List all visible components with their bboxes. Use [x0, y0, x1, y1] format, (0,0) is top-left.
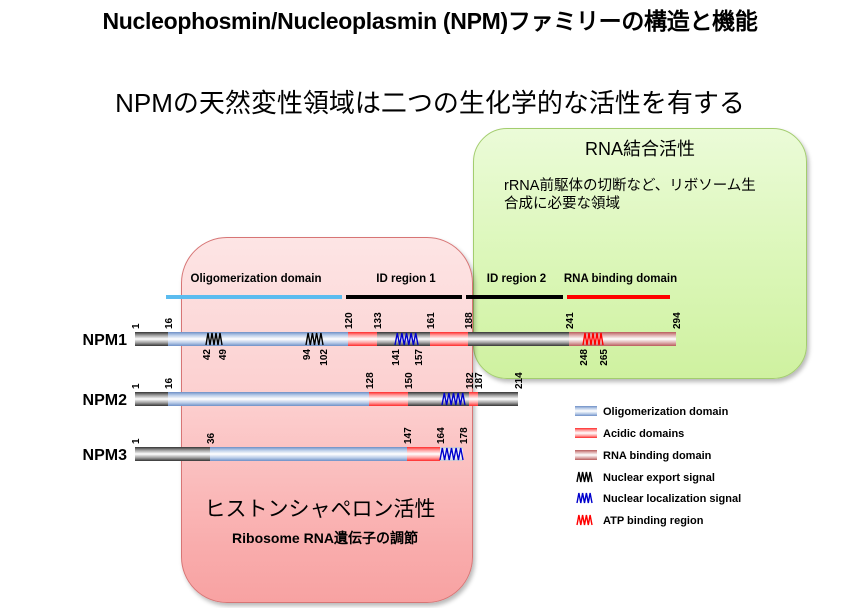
residue-position-label: 150	[404, 372, 415, 389]
acidic-segment	[348, 332, 377, 346]
legend-label: Nuclear localization signal	[603, 493, 741, 505]
protein-name-label: NPM2	[83, 392, 128, 409]
residue-position-label: 182	[465, 372, 476, 389]
legend-item: Acidic domains	[575, 428, 684, 440]
residue-position-label: 42	[202, 349, 213, 361]
legend-nuclear-localization-signal-icon	[576, 492, 593, 504]
domain-header-label: ID region 2	[487, 273, 546, 285]
protein-name-label: NPM1	[83, 332, 128, 349]
residue-position-label: 265	[599, 349, 610, 366]
legend-label: ATP binding region	[603, 515, 704, 527]
residue-position-label: 94	[302, 349, 313, 361]
legend-atp-binding-region-icon	[576, 514, 593, 526]
legend-label: Oligomerization domain	[603, 406, 729, 418]
residue-position-label: 1	[131, 438, 142, 444]
acidic-segment	[407, 447, 440, 461]
legend-label: RNA binding domain	[603, 450, 712, 462]
linker-segment	[135, 447, 210, 461]
residue-position-label: 49	[218, 349, 229, 361]
histone-chaperone-description: Ribosome RNA遺伝子の調節	[232, 530, 418, 546]
linker-segment	[468, 332, 569, 346]
legend-swatch-rna-binding	[575, 450, 597, 460]
residue-position-label: 16	[164, 377, 175, 389]
residue-position-label: 128	[365, 372, 376, 389]
legend-item: Nuclear export signal	[576, 471, 715, 484]
legend-swatch-oligomerization	[575, 406, 597, 416]
legend-item: ATP binding region	[576, 514, 704, 527]
legend-label: Acidic domains	[603, 428, 684, 440]
residue-position-label: 214	[514, 372, 525, 389]
residue-position-label: 161	[426, 312, 437, 329]
residue-position-label: 102	[319, 349, 330, 366]
linker-segment	[135, 392, 168, 406]
linker-segment	[478, 392, 518, 406]
legend-nuclear-export-signal-icon	[576, 471, 593, 483]
rna-binding-description-line: 合成に必要な領域	[504, 196, 620, 212]
oligomerization-segment	[168, 392, 369, 406]
linker-segment	[135, 332, 168, 346]
nuclear-export-signal-motif	[305, 332, 324, 346]
atp-binding-region-motif	[582, 332, 604, 346]
domain-header-group: Oligomerization domain ID region 1 ID regi…	[166, 273, 677, 299]
domain-header-label: RNA binding domain	[564, 273, 677, 285]
rna-binding-description-line: rRNA前駆体の切断など、リボソーム生	[504, 178, 756, 194]
residue-position-label: 147	[403, 427, 414, 444]
domain-header-label: Oligomerization domain	[191, 273, 322, 285]
residue-position-label: 178	[459, 427, 470, 444]
residue-position-label: 248	[579, 349, 590, 366]
legend-item: Oligomerization domain	[575, 406, 729, 418]
residue-position-label: 241	[565, 312, 576, 329]
nuclear-localization-signal-motif	[394, 332, 419, 346]
legend-item: Nuclear localization signal	[576, 492, 741, 505]
residue-position-label: 120	[344, 312, 355, 329]
nuclear-localization-signal-motif	[439, 447, 464, 461]
histone-chaperone-heading: ヒストンシャペロン活性	[204, 498, 436, 521]
slide-title: Nucleophosmin/Nucleoplasmin (NPM)ファミリーの構…	[102, 8, 758, 34]
legend-label: Nuclear export signal	[603, 472, 715, 484]
residue-position-label: 1	[131, 383, 142, 389]
residue-position-label: 133	[373, 312, 384, 329]
rna-binding-activity-heading: RNA結合活性	[584, 139, 695, 159]
legend-item: RNA binding domain	[575, 450, 712, 462]
nuclear-localization-signal-motif	[441, 392, 466, 406]
nuclear-export-signal-motif	[205, 332, 223, 346]
acidic-segment	[369, 392, 408, 406]
residue-position-label: 36	[206, 432, 217, 444]
acidic-segment	[430, 332, 468, 346]
residue-position-label: 294	[672, 312, 683, 329]
rna-binding-activity-description: rRNA前駆体の切断など、リボソーム生 合成に必要な領域	[504, 177, 804, 213]
residue-position-label: 188	[464, 312, 475, 329]
residue-position-label: 157	[414, 349, 425, 366]
slide-subtitle: NPMの天然変性領域は二つの生化学的な活性を有する	[115, 88, 745, 118]
domain-header-label: ID region 1	[376, 273, 436, 285]
residue-position-label: 16	[164, 317, 175, 329]
residue-position-label: 164	[436, 427, 447, 444]
residue-position-label: 1	[131, 323, 142, 329]
oligomerization-segment	[210, 447, 407, 461]
residue-position-label: 141	[391, 349, 402, 366]
acidic-segment	[469, 392, 478, 406]
protein-name-label: NPM3	[83, 447, 128, 464]
residue-position-label: 187	[474, 372, 485, 389]
legend-swatch-acidic	[575, 428, 597, 438]
